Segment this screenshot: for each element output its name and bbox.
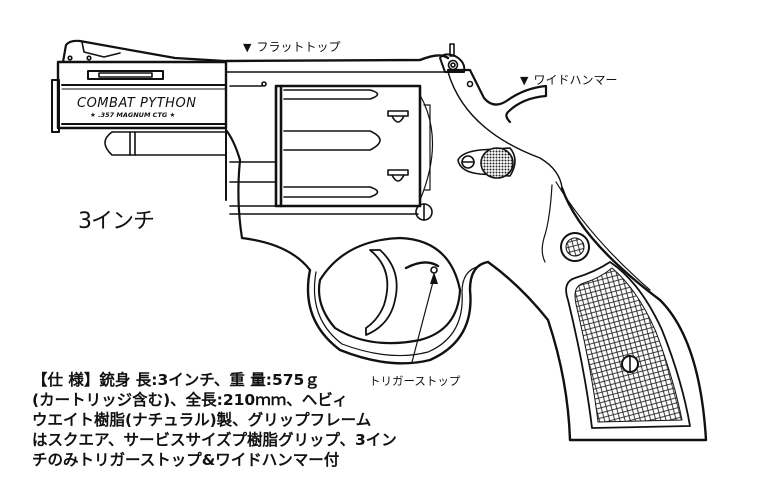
barrel-engraving-model: COMBAT PYTHON	[77, 96, 196, 111]
spec-text: 【仕 様】銃身 長:3インチ、重 量:575ｇ (カートリッジ含む)、全長:21…	[32, 370, 397, 470]
triangle-down-icon: ▼	[243, 41, 252, 54]
spec-line: 【仕 様】銃身 長:3インチ、重 量:575ｇ	[32, 371, 320, 389]
callout-trigger-stop: トリガーストップ	[369, 374, 461, 388]
callout-flat-top: ▼ フラットトップ	[243, 38, 340, 55]
spec-line: はスクエア、サービスサイズプ樹脂グリップ、3イン	[32, 431, 397, 449]
callout-flat-top-label: フラットトップ	[256, 40, 341, 54]
barrel-engraving-caliber: ★ .357 MAGNUM CTG ★	[90, 111, 175, 119]
triangle-down-icon: ▼	[520, 74, 529, 87]
spec-line: (カートリッジ含む)、全長:210ｍｍ、ヘビィ	[32, 391, 348, 409]
callout-wide-hammer-label: ワイドハンマー	[533, 73, 618, 87]
callout-wide-hammer: ▼ ワイドハンマー	[520, 71, 617, 88]
barrel-length-label: 3インチ	[78, 209, 155, 234]
spec-line: チのみトリガーストップ&ワイドハンマー付	[32, 451, 340, 469]
spec-line: ウエイト樹脂(ナチュラル)製、グリップフレーム	[32, 411, 372, 429]
